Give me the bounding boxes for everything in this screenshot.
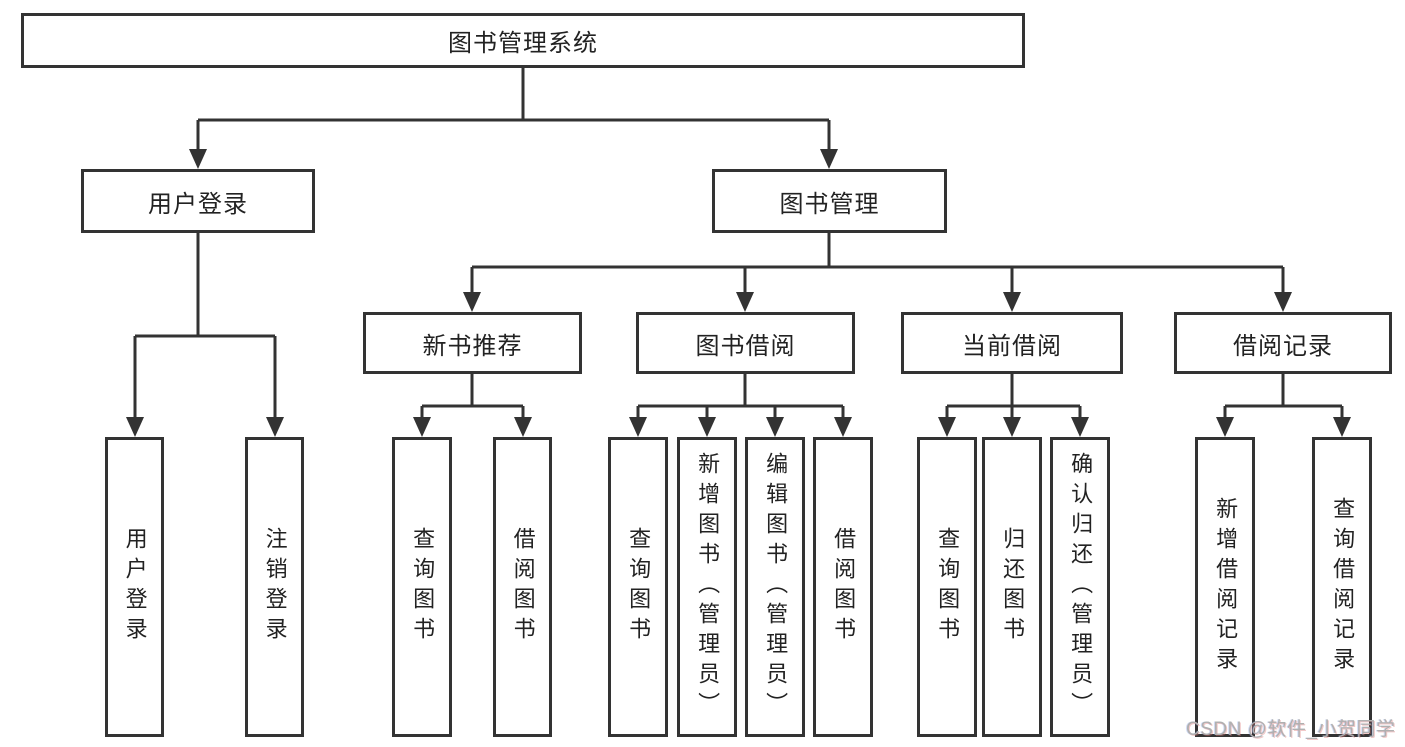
node-new-book-recommendation: 新书推荐 [363, 312, 582, 374]
leaf-label: 归还图书 [1000, 527, 1026, 647]
leaf-recommend-borrow-books: 借阅图书 [493, 437, 552, 737]
leaf-user-login: 用户登录 [105, 437, 164, 737]
node-label: 图书管理系统 [448, 30, 598, 57]
node-book-management: 图书管理 [712, 169, 947, 233]
node-current-borrowing: 当前借阅 [901, 312, 1123, 374]
node-library-management-system: 图书管理系统 [21, 13, 1025, 68]
leaf-label: 查询图书 [410, 527, 436, 647]
leaf-current-confirm-return-admin: 确认归还（管理员） [1050, 437, 1110, 737]
csdn-watermark: CSDN @软件_小贺同学 [1186, 719, 1396, 740]
leaf-label: 注销登录 [262, 527, 288, 647]
leaf-label: 查询图书 [626, 527, 652, 647]
leaf-records-query-borrow-record: 查询借阅记录 [1312, 437, 1372, 737]
node-book-borrowing: 图书借阅 [636, 312, 855, 374]
node-label: 借阅记录 [1233, 332, 1333, 360]
leaf-current-query-books: 查询图书 [917, 437, 977, 737]
leaf-label: 确认归还（管理员） [1068, 452, 1094, 722]
leaf-label: 新增借阅记录 [1213, 497, 1239, 677]
leaf-recommend-query-books: 查询图书 [392, 437, 452, 737]
leaf-records-add-borrow-record: 新增借阅记录 [1195, 437, 1255, 737]
node-label: 用户登录 [148, 190, 248, 218]
leaf-borrow-add-books-admin: 新增图书（管理员） [677, 437, 737, 737]
leaf-borrow-borrow-books: 借阅图书 [813, 437, 873, 737]
node-label: 图书管理 [779, 190, 880, 218]
node-label: 当前借阅 [962, 332, 1062, 360]
node-borrowing-records: 借阅记录 [1174, 312, 1392, 374]
leaf-borrow-edit-books-admin: 编辑图书（管理员） [745, 437, 805, 737]
node-user-login: 用户登录 [81, 169, 315, 233]
leaf-label: 查询图书 [935, 527, 961, 647]
leaf-label: 用户登录 [122, 527, 148, 647]
leaf-label: 新增图书（管理员） [695, 452, 721, 722]
leaf-current-return-books: 归还图书 [982, 437, 1042, 737]
leaf-label: 借阅图书 [831, 527, 857, 647]
node-label: 图书借阅 [695, 332, 796, 360]
leaf-label: 查询借阅记录 [1330, 497, 1356, 677]
leaf-label: 编辑图书（管理员） [763, 452, 789, 722]
leaf-label: 借阅图书 [510, 527, 536, 647]
leaf-logout-login: 注销登录 [245, 437, 304, 737]
leaf-borrow-query-books: 查询图书 [608, 437, 668, 737]
node-label: 新书推荐 [422, 332, 523, 360]
